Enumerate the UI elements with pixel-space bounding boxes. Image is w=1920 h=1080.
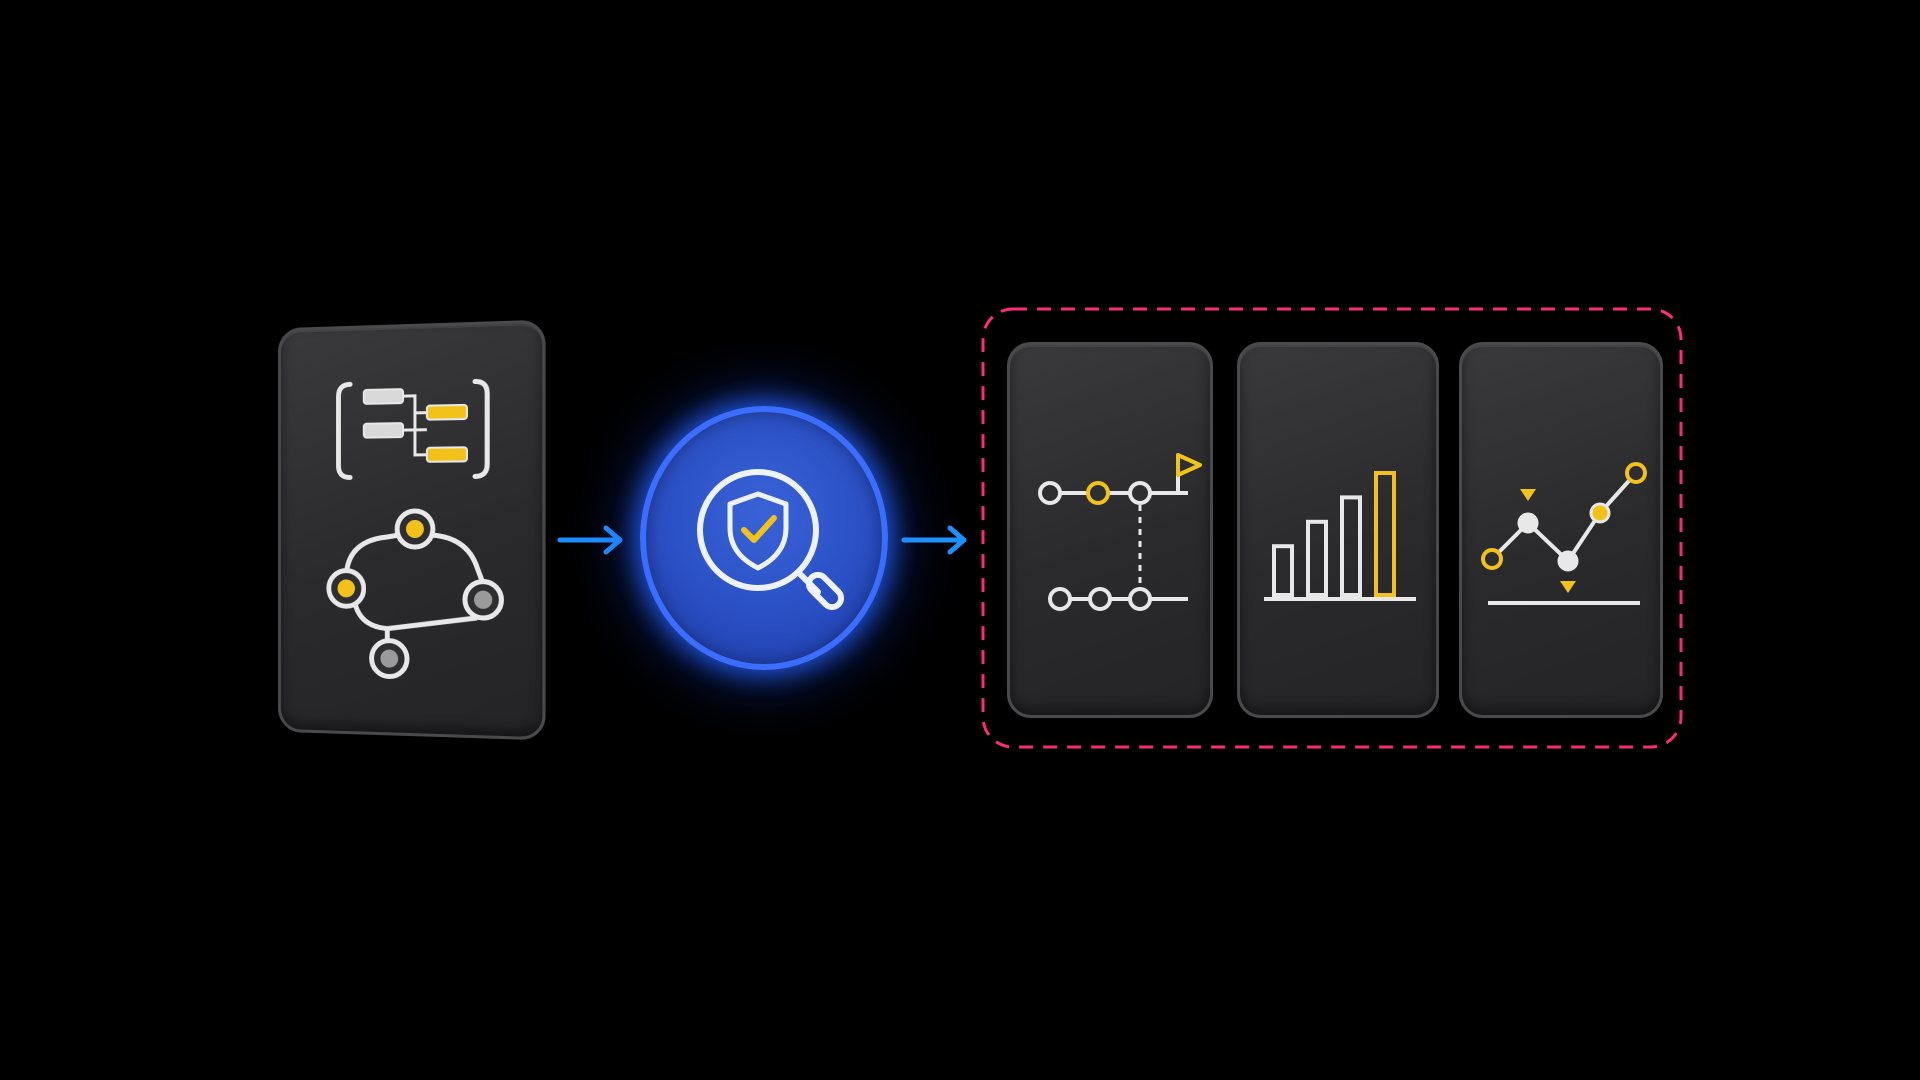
bar-chart-bar xyxy=(1374,471,1396,597)
output-group-outline xyxy=(981,307,1683,749)
trend-card xyxy=(1459,342,1663,718)
shield-check-magnifier-icon xyxy=(697,469,845,611)
bar-chart-card xyxy=(1237,342,1439,718)
inspect-node xyxy=(640,406,888,670)
hierarchy-tree-icon xyxy=(338,381,487,477)
source-card-graphics xyxy=(281,323,549,744)
arrow-right-icon xyxy=(557,525,623,555)
source-card xyxy=(278,319,546,741)
bar-chart-bar xyxy=(1340,495,1362,597)
milestone-flag-timeline-icon xyxy=(1038,453,1202,611)
bar-chart-icon xyxy=(1264,471,1416,601)
bar-chart-bar xyxy=(1272,544,1294,597)
node-graph-icon xyxy=(329,511,502,679)
trend-line-icon xyxy=(1481,462,1647,605)
bar-chart-bar xyxy=(1306,519,1328,597)
timeline-card xyxy=(1007,342,1213,718)
arrow-right-icon xyxy=(901,525,967,555)
